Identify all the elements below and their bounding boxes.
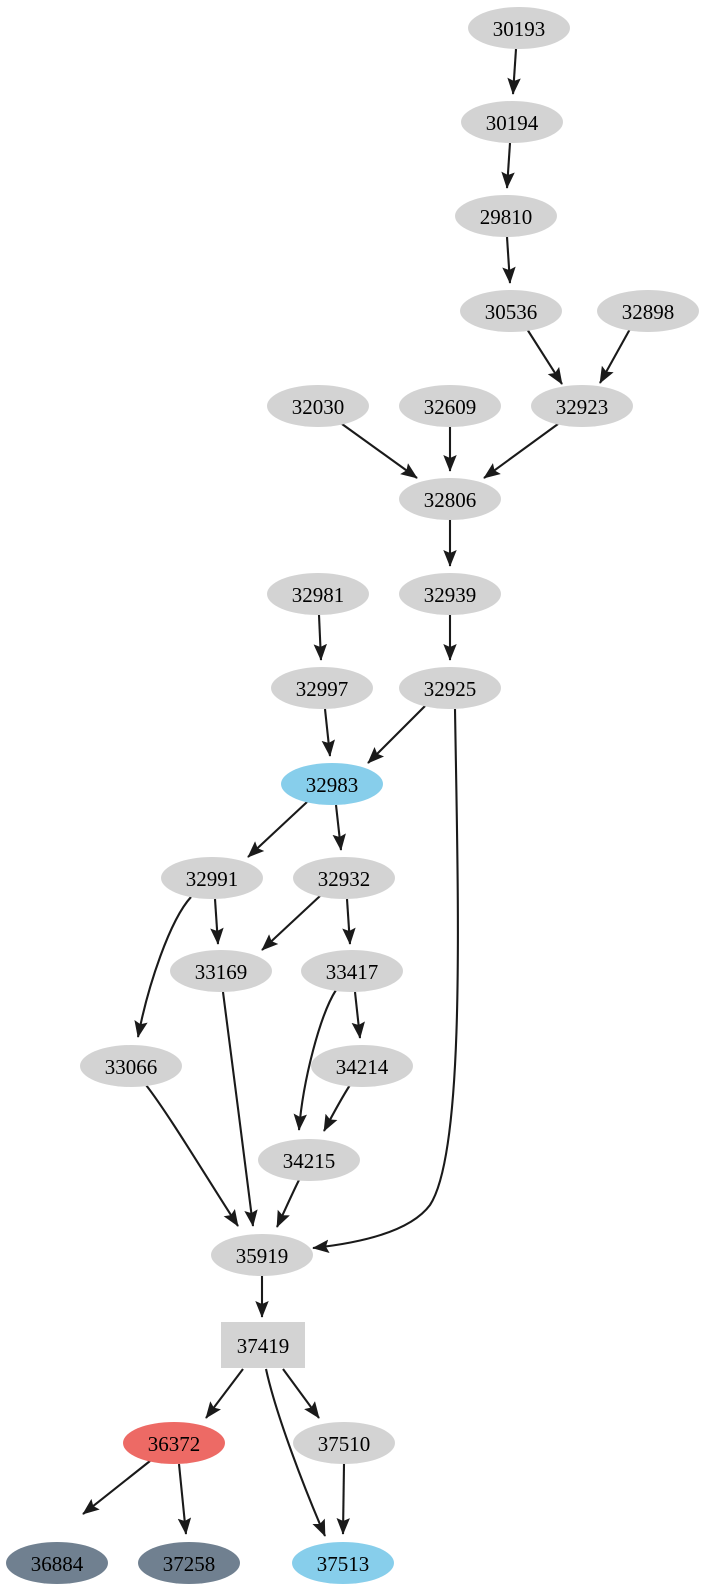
graph-node-32030[interactable]: 32030 xyxy=(267,385,369,427)
node-ellipse-32991[interactable] xyxy=(161,857,263,899)
graph-node-36884[interactable]: 36884 xyxy=(6,1542,108,1584)
graph-node-37513[interactable]: 37513 xyxy=(292,1542,394,1584)
graph-edge-30193-to-30194 xyxy=(507,48,521,95)
graph-edge-37419-to-36372 xyxy=(205,1368,244,1419)
node-ellipse-34214[interactable] xyxy=(311,1045,413,1087)
graph-edge-34215-to-35919 xyxy=(276,1179,300,1228)
graph-node-32981[interactable]: 32981 xyxy=(267,573,369,615)
graph-edge-37419-to-37510 xyxy=(282,1368,320,1419)
node-ellipse-35919[interactable] xyxy=(211,1234,313,1276)
node-ellipse-32981[interactable] xyxy=(267,573,369,615)
node-ellipse-37513[interactable] xyxy=(292,1542,394,1584)
graph-edge-32925-to-35919 xyxy=(312,708,459,1253)
node-ellipse-32997[interactable] xyxy=(271,667,373,709)
node-ellipse-32030[interactable] xyxy=(267,385,369,427)
graph-edge-32981-to-32997 xyxy=(313,614,328,661)
graph-node-30194[interactable]: 30194 xyxy=(461,101,563,143)
node-ellipse-32806[interactable] xyxy=(399,478,501,520)
graph-node-37419[interactable]: 37419 xyxy=(221,1322,305,1368)
graph-edge-32983-to-32932 xyxy=(332,804,346,851)
node-ellipse-36372[interactable] xyxy=(123,1422,225,1464)
graph-node-32925[interactable]: 32925 xyxy=(399,667,501,709)
graph-edge-33066-to-35919 xyxy=(145,1084,239,1227)
edges-layer xyxy=(82,48,631,1537)
graph-edge-32997-to-32983 xyxy=(321,708,335,757)
node-ellipse-36884[interactable] xyxy=(6,1542,108,1584)
node-ellipse-33066[interactable] xyxy=(80,1045,182,1087)
graph-node-33417[interactable]: 33417 xyxy=(301,950,403,992)
graph-node-37510[interactable]: 37510 xyxy=(293,1422,395,1464)
graph-edge-33169-to-35919 xyxy=(221,991,258,1227)
graph-node-34214[interactable]: 34214 xyxy=(311,1045,413,1087)
node-ellipse-33169[interactable] xyxy=(170,950,272,992)
node-ellipse-30536[interactable] xyxy=(460,290,562,332)
node-ellipse-34215[interactable] xyxy=(258,1139,360,1181)
graph-node-35919[interactable]: 35919 xyxy=(211,1234,313,1276)
graph-edge-36372-to-36884 xyxy=(82,1460,151,1515)
graph-edge-32932-to-33417 xyxy=(342,898,356,945)
node-ellipse-32939[interactable] xyxy=(399,573,501,615)
node-ellipse-32609[interactable] xyxy=(399,385,501,427)
graph-edge-32923-to-32806 xyxy=(483,423,559,479)
graph-node-36372[interactable]: 36372 xyxy=(123,1422,225,1464)
node-ellipse-30194[interactable] xyxy=(461,101,563,143)
graph-edge-29810-to-30536 xyxy=(502,236,516,284)
graph-edge-30194-to-29810 xyxy=(501,142,515,189)
graph-node-32806[interactable]: 32806 xyxy=(399,478,501,520)
graph-node-30536[interactable]: 30536 xyxy=(460,290,562,332)
graph-node-32983[interactable]: 32983 xyxy=(281,763,383,805)
node-ellipse-30193[interactable] xyxy=(468,7,570,49)
node-ellipse-32983[interactable] xyxy=(281,763,383,805)
graph-node-32609[interactable]: 32609 xyxy=(399,385,501,427)
node-ellipse-33417[interactable] xyxy=(301,950,403,992)
graph-edge-32030-to-32806 xyxy=(341,423,418,479)
node-box-37419[interactable] xyxy=(221,1322,305,1368)
graph-node-32932[interactable]: 32932 xyxy=(293,857,395,899)
graph-node-37258[interactable]: 37258 xyxy=(138,1542,240,1584)
graph-node-32898[interactable]: 32898 xyxy=(597,290,699,332)
graph-edge-34214-to-34215 xyxy=(323,1084,351,1132)
graph-edge-37510-to-37513 xyxy=(336,1463,350,1535)
node-ellipse-29810[interactable] xyxy=(455,195,557,237)
graph-edge-32983-to-32991 xyxy=(247,801,308,858)
graph-node-32939[interactable]: 32939 xyxy=(399,573,501,615)
nodes-layer: 30193 30194 29810 30536 32898 32030 32609 32923… xyxy=(6,7,699,1584)
node-ellipse-32898[interactable] xyxy=(597,290,699,332)
graph-node-32991[interactable]: 32991 xyxy=(161,857,263,899)
graph-node-33169[interactable]: 33169 xyxy=(170,950,272,992)
graph-node-33066[interactable]: 33066 xyxy=(80,1045,182,1087)
node-ellipse-32923[interactable] xyxy=(531,385,633,427)
graph-edge-30536-to-32923 xyxy=(526,328,563,385)
graph-node-30193[interactable]: 30193 xyxy=(468,7,570,49)
graph-edge-32898-to-32923 xyxy=(599,328,631,384)
graph-edge-32932-to-33169 xyxy=(261,895,321,951)
node-ellipse-37258[interactable] xyxy=(138,1542,240,1584)
graph-edge-37419-to-37513 xyxy=(264,1368,326,1537)
node-ellipse-32925[interactable] xyxy=(399,667,501,709)
graph-edge-32925-to-32983 xyxy=(367,705,426,764)
graph-node-34215[interactable]: 34215 xyxy=(258,1139,360,1181)
graph-node-32923[interactable]: 32923 xyxy=(531,385,633,427)
node-ellipse-37510[interactable] xyxy=(293,1422,395,1464)
graph-edge-33417-to-34215 xyxy=(293,989,337,1131)
node-ellipse-32932[interactable] xyxy=(293,857,395,899)
graph-node-32997[interactable]: 32997 xyxy=(271,667,373,709)
graph-edge-32991-to-33169 xyxy=(210,898,224,945)
graph-edge-32991-to-33066 xyxy=(134,896,192,1038)
graph-edge-33417-to-34214 xyxy=(351,991,365,1039)
graph-edge-36372-to-37258 xyxy=(177,1463,192,1535)
graph-node-29810[interactable]: 29810 xyxy=(455,195,557,237)
